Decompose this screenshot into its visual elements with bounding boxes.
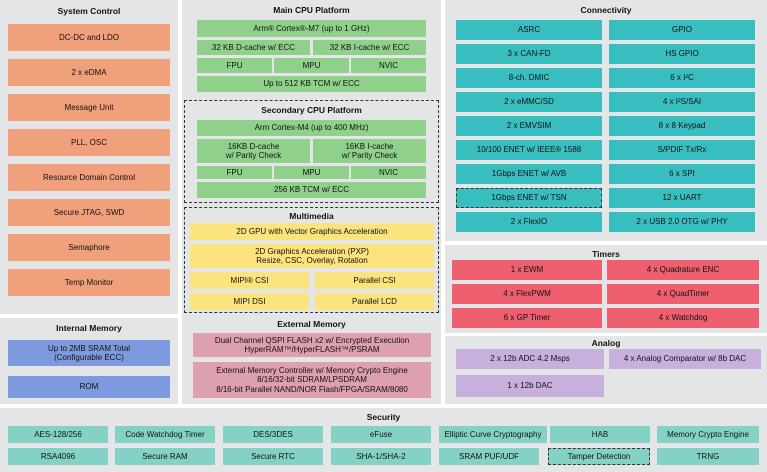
security-panel: Security AES-128/256 Code Watchdog Timer… [0, 408, 767, 472]
parallel-lcd-block: Parallel LCD [315, 293, 434, 310]
sec-secure-ram: Secure RAM [115, 448, 215, 465]
gpu-block: 2D GPU with Vector Graphics Acceleration [190, 223, 434, 240]
external-memory-title: External Memory [277, 319, 346, 329]
sec-code-watchdog: Code Watchdog Timer [115, 426, 215, 443]
mipi-csi-block: MIPI® CSI [190, 272, 309, 289]
conn-emmc-sd: 2 x eMMC/SD [456, 92, 602, 112]
timers-panel: Timers 1 x EWM 4 x FlexPWM 6 x GP Timer … [445, 245, 767, 333]
timer-flexpwm: 4 x FlexPWM [452, 284, 602, 304]
secure-jtag-swd-block: Secure JTAG, SWD [8, 199, 170, 226]
conn-enet-tsn: 1Gbps ENET w/ TSN [456, 188, 602, 208]
timer-ewm: 1 x EWM [452, 260, 602, 280]
pxp-block: 2D Graphics Acceleration (PXP) Resize, C… [190, 244, 434, 268]
mipi-dsi-block: MIPI DSI [190, 293, 309, 310]
system-control-panel: System Control DC-DC and LDO 2 x eDMA Me… [0, 0, 178, 314]
sec-tamper-detection: Tamper Detection [548, 448, 650, 465]
sec-memory-crypto: Memory Crypto Engine [657, 426, 759, 443]
main-cpu-core: Arm® Cortex®-M7 (up to 1 GHz) [197, 20, 426, 37]
timer-quadtimer: 4 x QuadTimer [607, 284, 759, 304]
timer-quad-enc: 4 x Quadrature ENC [607, 260, 759, 280]
sec-efuse: eFuse [331, 426, 431, 443]
secondary-fpu: FPU [197, 166, 272, 179]
connectivity-title: Connectivity [580, 5, 632, 15]
sram-block: Up to 2MB SRAM Total (Configurable ECC) [8, 340, 170, 366]
analog-dac: 1 x 12b DAC [456, 375, 604, 397]
internal-memory-title: Internal Memory [56, 323, 122, 333]
main-icache: 32 KB I-cache w/ ECC [313, 40, 426, 55]
conn-i2c: 6 x I²C [609, 68, 755, 88]
sec-des: DES/3DES [223, 426, 323, 443]
sec-hab: HAB [550, 426, 650, 443]
secondary-dcache: 16KB D-cache w/ Parity Check [197, 139, 310, 163]
sec-aes: AES-128/256 [8, 426, 108, 443]
connectivity-panel: Connectivity ASRC 3 x CAN-FD 8-ch. DMIC … [445, 0, 767, 241]
sec-ecc: Elliptic Curve Cryptography [439, 426, 547, 443]
conn-spdif: S/PDIF Tx/Rx [609, 140, 755, 160]
message-unit-block: Message Unit [8, 94, 170, 121]
secondary-cpu-core: Arm Cortex-M4 (up to 400 MHz) [197, 120, 426, 136]
main-nvic: NVIC [351, 58, 426, 73]
pll-osc-block: PLL, OSC [8, 129, 170, 156]
conn-spi: 6 x SPI [609, 164, 755, 184]
secondary-nvic: NVIC [351, 166, 426, 179]
secondary-cpu-panel: Secondary CPU Platform Arm Cortex-M4 (up… [184, 100, 439, 203]
conn-flexio: 2 x FlexIO [456, 212, 602, 232]
rom-block: ROM [8, 376, 170, 398]
main-tcm: Up to 512 KB TCM w/ ECC [197, 76, 426, 92]
sec-sram-puf: SRAM PUF/UDF [439, 448, 539, 465]
sec-sha: SHA-1/SHA-2 [331, 448, 431, 465]
analog-panel: Analog 2 x 12b ADC 4.2 Msps 4 x Analog C… [445, 336, 767, 404]
conn-hs-gpio: HS GPIO [609, 44, 755, 64]
center-column-panel: Main CPU Platform Arm® Cortex®-M7 (up to… [182, 0, 441, 404]
qspi-block: Dual Channel QSPI FLASH x2 w/ Encrypted … [193, 333, 431, 357]
timers-title: Timers [592, 249, 620, 259]
secondary-tcm: 256 KB TCM w/ ECC [197, 182, 426, 198]
analog-comparator: 4 x Analog Comparator w/ 8b DAC [609, 349, 761, 369]
temp-monitor-block: Temp Monitor [8, 269, 170, 296]
resource-domain-control-block: Resource Domain Control [8, 164, 170, 191]
conn-usb-otg: 2 x USB 2.0 OTG w/ PHY [609, 212, 755, 232]
multimedia-title: Multimedia [289, 211, 334, 221]
internal-memory-panel: Internal Memory Up to 2MB SRAM Total (Co… [0, 318, 178, 404]
secondary-mpu: MPU [274, 166, 349, 179]
conn-emvsim: 2 x EMVSIM [456, 116, 602, 136]
conn-asrc: ASRC [456, 20, 602, 40]
edma-block: 2 x eDMA [8, 59, 170, 86]
parallel-csi-block: Parallel CSI [315, 272, 434, 289]
sec-rsa: RSA4096 [8, 448, 108, 465]
main-cpu-title: Main CPU Platform [273, 5, 350, 15]
multimedia-panel: Multimedia 2D GPU with Vector Graphics A… [184, 207, 439, 313]
analog-adc: 2 x 12b ADC 4.2 Msps [456, 349, 604, 369]
secondary-icache: 16KB I-cache w/ Parity Check [313, 139, 426, 163]
dcdc-ldo-block: DC-DC and LDO [8, 24, 170, 51]
timer-watchdog: 4 x Watchdog [607, 308, 759, 328]
conn-enet-avb: 1Gbps ENET w/ AVB [456, 164, 602, 184]
conn-dmic: 8-ch. DMIC [456, 68, 602, 88]
sec-secure-rtc: Secure RTC [223, 448, 323, 465]
conn-i2s-sai: 4 x I²S/SAI [609, 92, 755, 112]
timer-gp: 6 x GP Timer [452, 308, 602, 328]
main-dcache: 32 KB D-cache w/ ECC [197, 40, 310, 55]
conn-keypad: 8 x 8 Keypad [609, 116, 755, 136]
secondary-cpu-title: Secondary CPU Platform [261, 105, 362, 115]
security-title: Security [366, 412, 401, 422]
conn-enet-1588: 10/100 ENET w/ IEEE® 1588 [456, 140, 602, 160]
sec-trng: TRNG [657, 448, 759, 465]
main-fpu: FPU [197, 58, 272, 73]
main-mpu: MPU [274, 58, 349, 73]
semaphore-block: Semaphore [8, 234, 170, 261]
conn-can-fd: 3 x CAN-FD [456, 44, 602, 64]
emc-block: External Memory Controller w/ Memory Cry… [193, 362, 431, 398]
system-control-title: System Control [57, 6, 121, 16]
conn-gpio: GPIO [609, 20, 755, 40]
conn-uart: 12 x UART [609, 188, 755, 208]
analog-title: Analog [591, 338, 621, 348]
